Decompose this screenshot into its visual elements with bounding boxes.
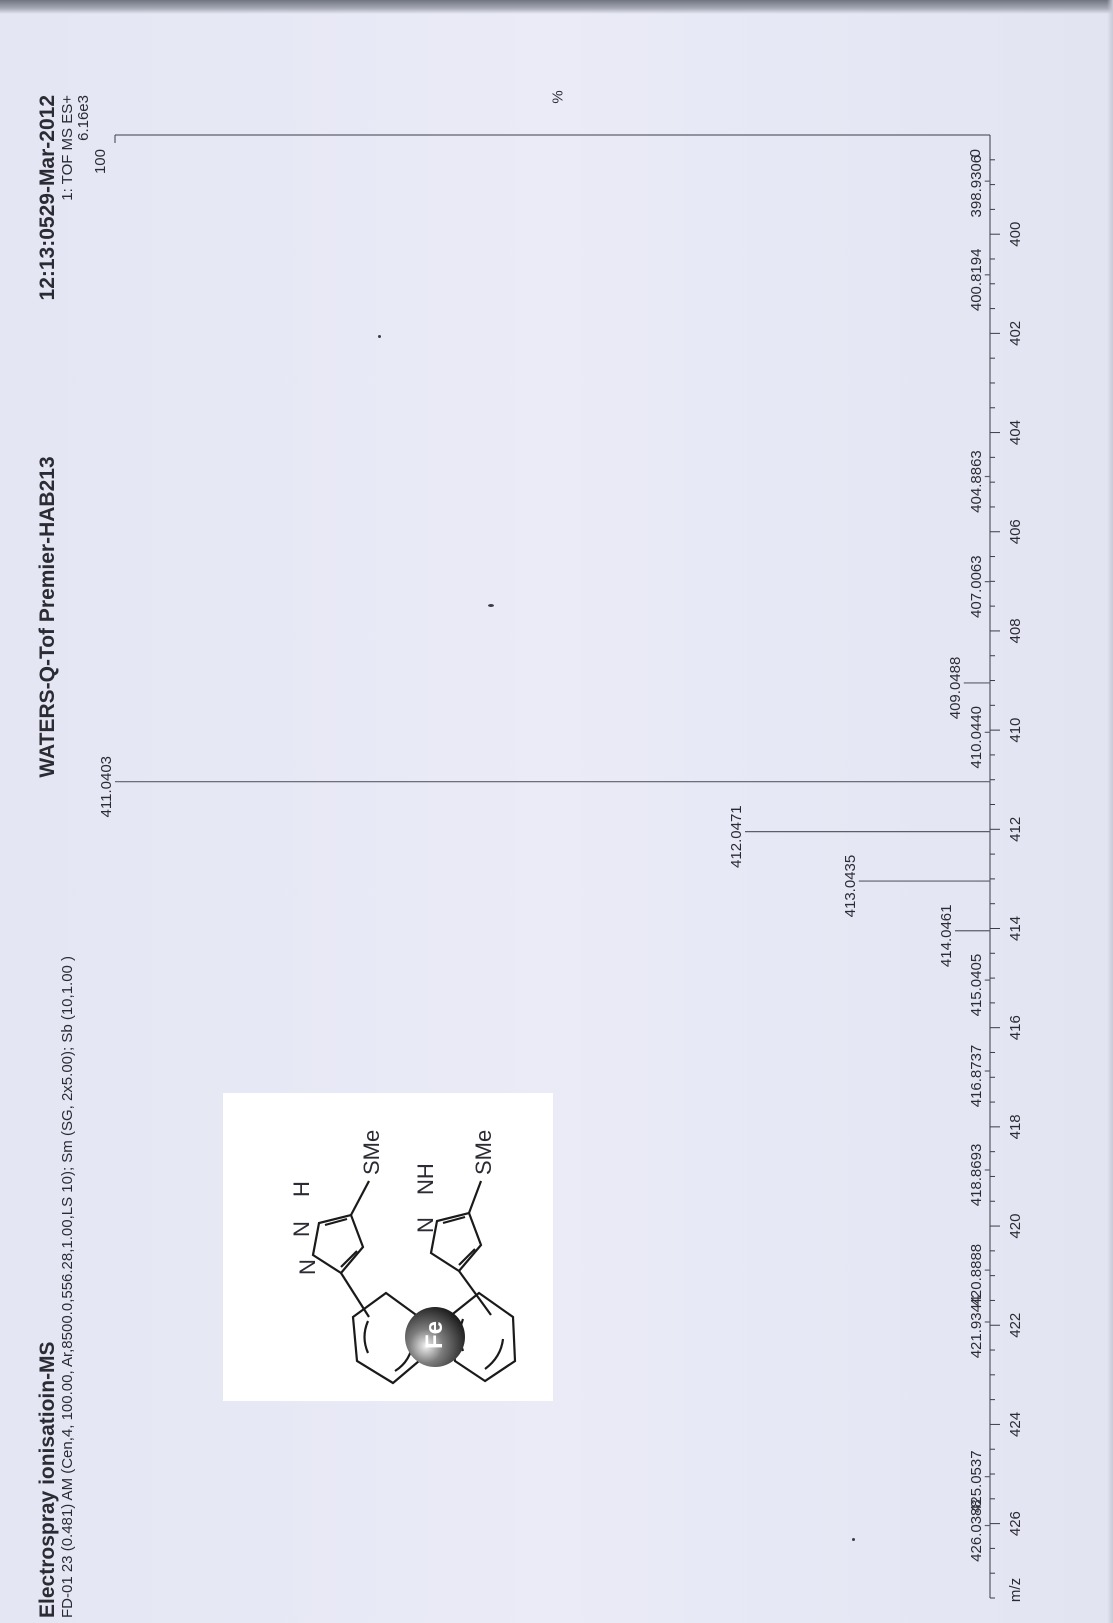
x-tick-label: 412: [1007, 817, 1024, 842]
x-tick-label: 400: [1007, 222, 1024, 247]
peak-label-414.0461: 414.0461: [938, 904, 955, 967]
chart-axes: [115, 134, 991, 1598]
chart-ticks: 400 402 404 406 408 410 412 414 416 418 420 422 424 4…: [92, 90, 1024, 1602]
upper-sme-label: SMe: [359, 1129, 384, 1175]
chart-peak-labels: 398.9306 400.8194 404.8863 407.0063 409.0488…: [98, 155, 985, 1562]
structure-drawing: [311, 1180, 517, 1385]
x-tick-label: 408: [1007, 618, 1024, 643]
lower-pyrazole-nh-label: NH: [413, 1163, 438, 1195]
scan-speck: [378, 335, 381, 338]
upper-pyrazole-n2-label: N: [289, 1221, 314, 1237]
y-tick-label: 100: [92, 149, 109, 174]
x-tick-label: 418: [1007, 1114, 1024, 1139]
chart-peaks: [115, 180, 990, 1527]
peak-label-418.8693: 418.8693: [968, 1144, 985, 1207]
peak-label-404.8863: 404.8863: [968, 450, 985, 513]
peak-label-425.0537: 425.0537: [968, 1450, 985, 1513]
y-tick-label: 0: [967, 149, 984, 157]
peak-label-410.0440: 410.0440: [968, 706, 985, 769]
upper-pyrazole-n1-label: N: [295, 1259, 320, 1275]
peak-label-411.0403: 411.0403: [98, 756, 115, 817]
x-tick-label: 424: [1007, 1412, 1024, 1437]
y-axis-label: %: [550, 90, 567, 103]
x-tick-label: 426: [1007, 1511, 1024, 1536]
peak-label-426.0388: 426.0388: [968, 1499, 985, 1562]
peak-label-413.0435: 413.0435: [842, 855, 859, 918]
peak-label-400.8194: 400.8194: [968, 249, 985, 312]
scan-top-edge: [0, 0, 1113, 14]
x-tick-label: 402: [1007, 321, 1024, 346]
peak-label-415.0405: 415.0405: [968, 954, 985, 1017]
peak-label-420.8888: 420.8888: [968, 1244, 985, 1307]
upper-pyrazole-h-label: H: [289, 1181, 314, 1197]
x-tick-label: 406: [1007, 519, 1024, 544]
peak-label-421.9344: 421.9344: [968, 1296, 985, 1359]
x-tick-label: 410: [1007, 718, 1024, 743]
peak-label-409.0488: 409.0488: [947, 657, 964, 720]
lower-pyrazole-n-label: N: [413, 1217, 438, 1233]
peak-label-416.8737: 416.8737: [968, 1045, 985, 1108]
scan-speck: [488, 604, 494, 607]
x-tick-label: 422: [1007, 1313, 1024, 1338]
peak-label-412.0471: 412.0471: [728, 805, 745, 868]
peak-label-407.0063: 407.0063: [968, 555, 985, 618]
peak-label-398.9306: 398.9306: [968, 155, 985, 218]
x-axis-label: m/z: [1007, 1578, 1024, 1602]
iron-label: Fe: [421, 1320, 448, 1349]
x-tick-label: 414: [1007, 916, 1024, 941]
iron-atom-sphere: [405, 1307, 465, 1367]
lower-sme-label: SMe: [471, 1129, 496, 1175]
x-tick-label: 416: [1007, 1015, 1024, 1040]
x-tick-label: 404: [1007, 420, 1024, 445]
scan-speck: [852, 1538, 855, 1541]
scan-right-edge: [1107, 0, 1113, 1623]
ferrocene-structure-image: Fe N N H SMe N NH SMe: [223, 1093, 553, 1401]
x-tick-label: 420: [1007, 1214, 1024, 1239]
